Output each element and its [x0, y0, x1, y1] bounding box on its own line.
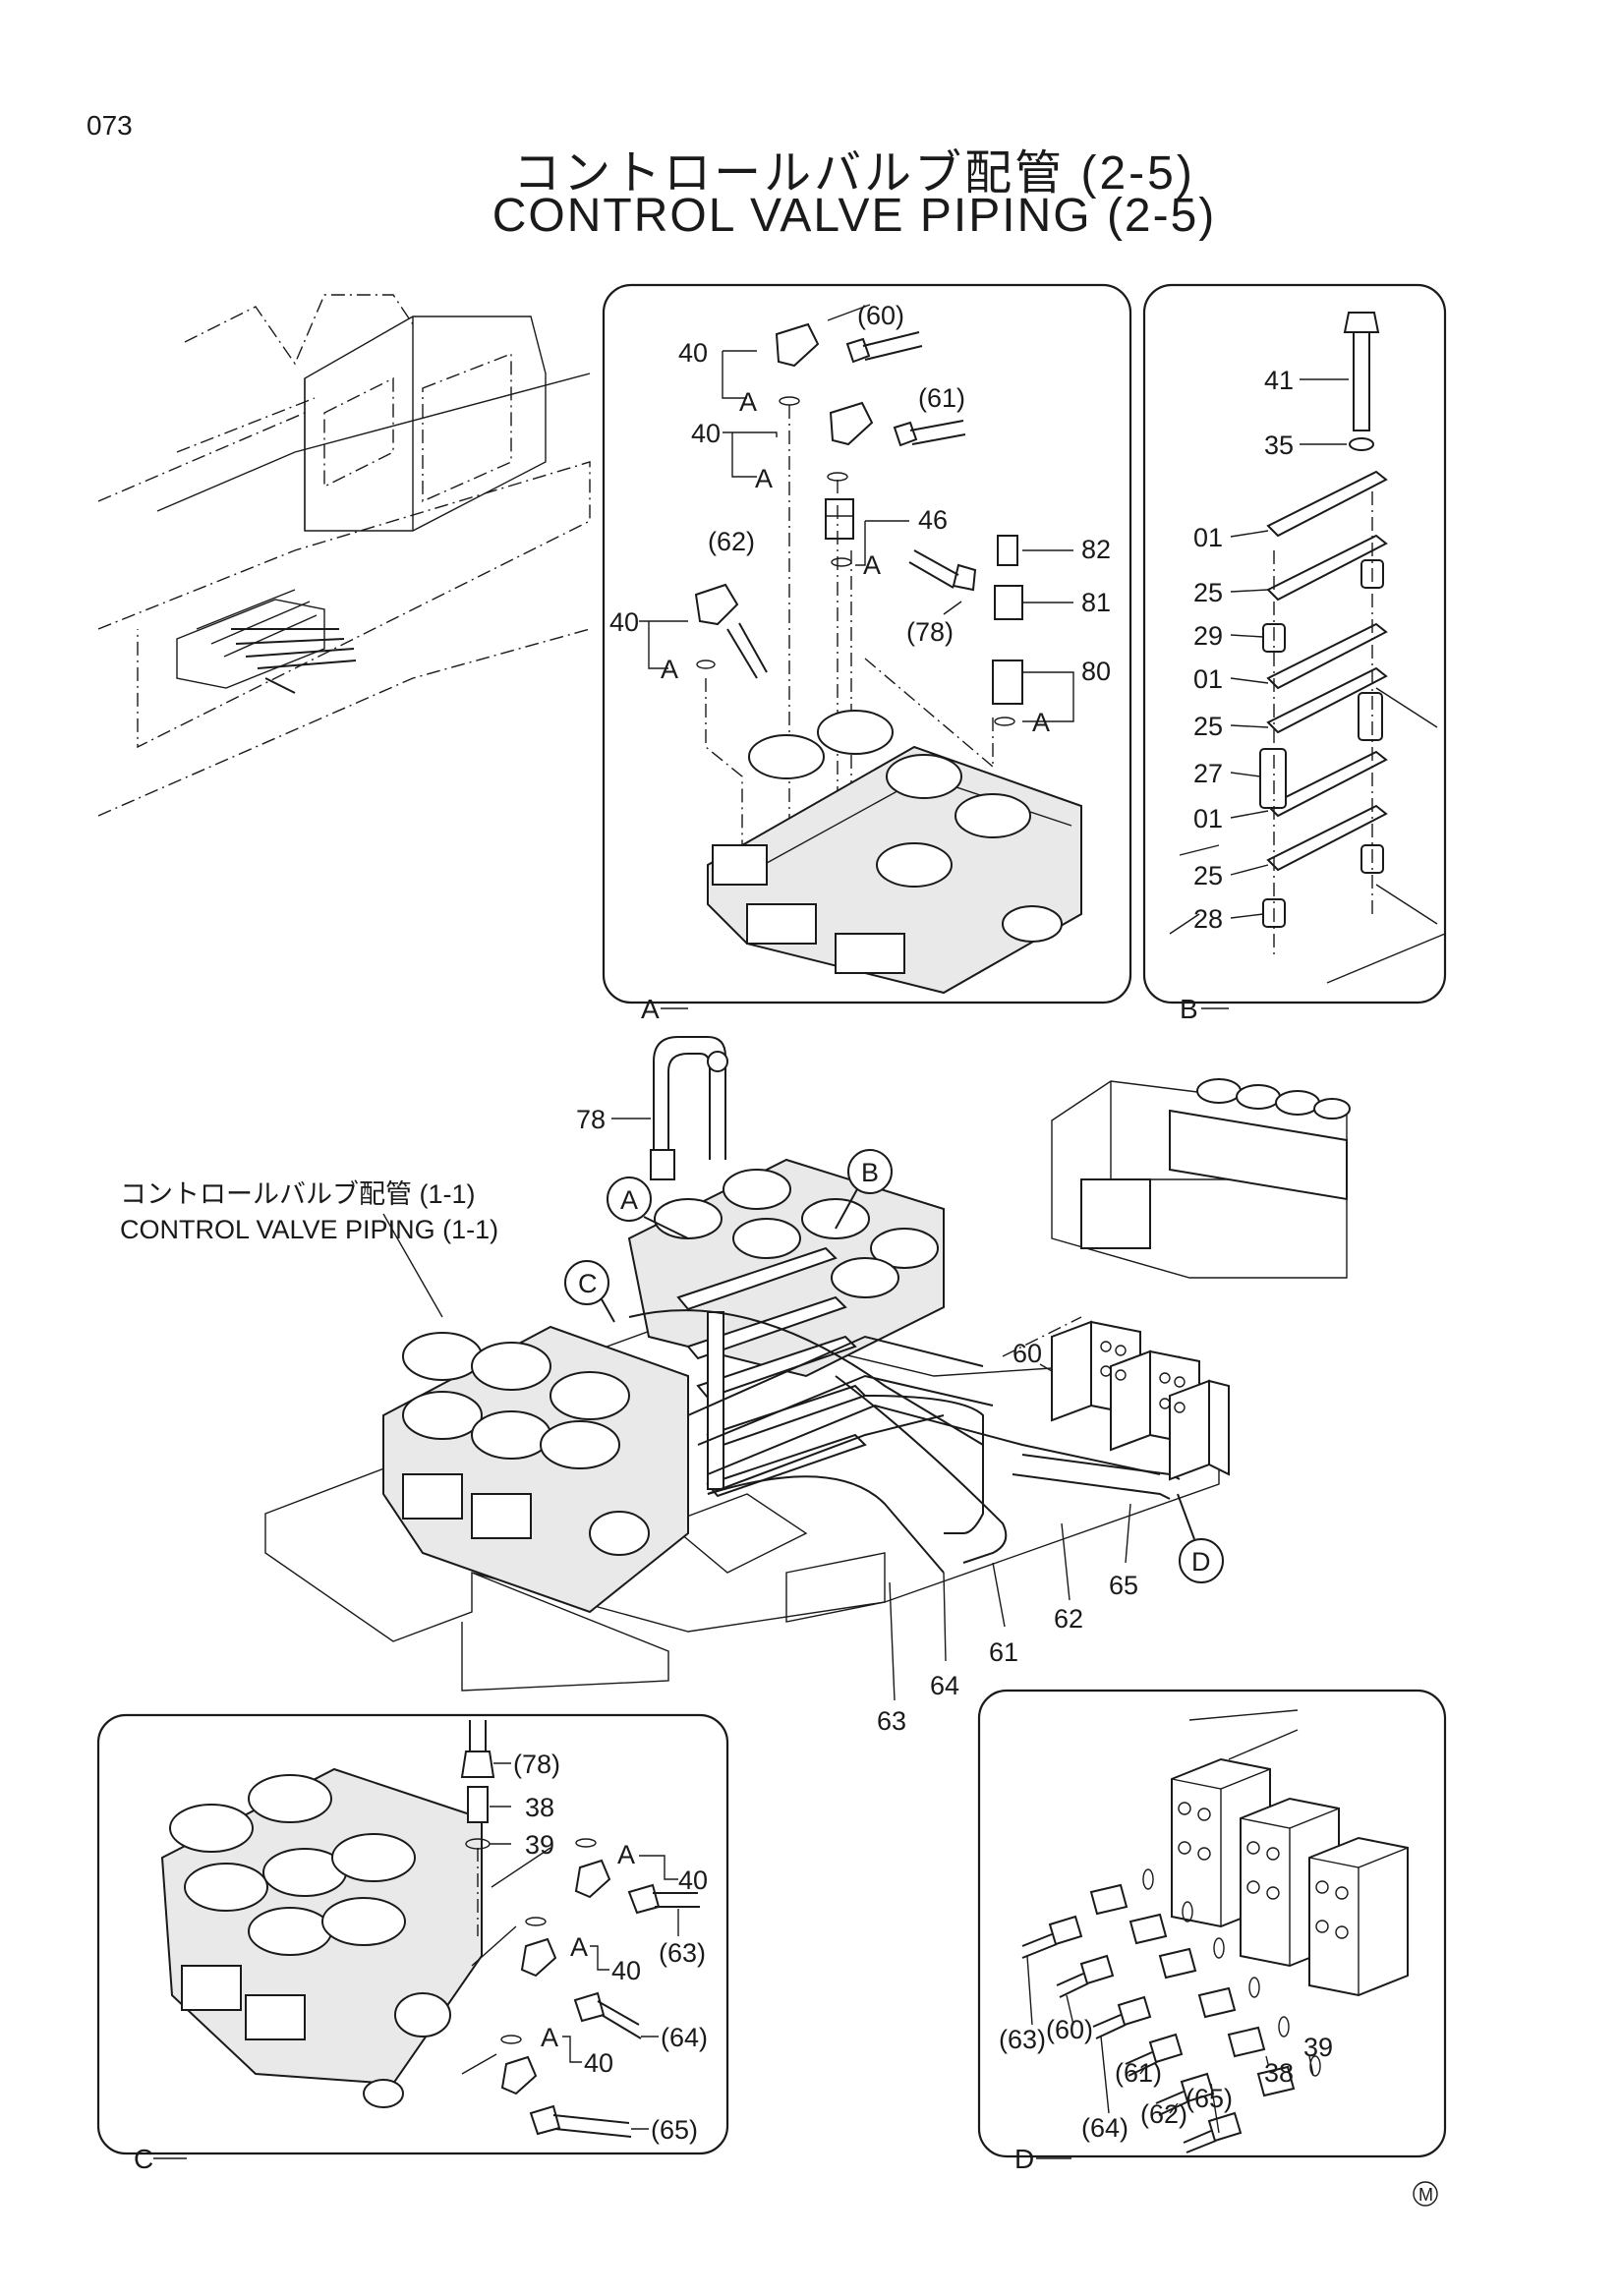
label-c-part-38: 38 [525, 1793, 554, 1822]
label-a-ref-a: A [755, 464, 773, 493]
label-d-part-61: (61) [1115, 2058, 1162, 2088]
label-b-part-25: 25 [1193, 578, 1223, 607]
m-mark-circle [1413, 2181, 1438, 2207]
detail-b-frame [1142, 283, 1447, 1004]
callout-a-letter: A [620, 1185, 638, 1215]
detail-b [1142, 283, 1447, 1004]
label-b-part-27: 27 [1193, 759, 1223, 788]
page-number: 073 [87, 110, 133, 141]
label-d-part-65: (65) [1186, 2084, 1233, 2113]
label-main-part-65: 65 [1109, 1571, 1138, 1600]
label-a-part-40: 40 [678, 338, 708, 368]
label-b-part-25: 25 [1193, 861, 1223, 890]
label-b-part-01: 01 [1193, 664, 1223, 694]
label-b-part-25: 25 [1193, 712, 1223, 741]
label-c-part-40: 40 [678, 1866, 708, 1895]
detail-d [977, 1689, 1447, 2158]
m-mark-letter: M [1418, 2185, 1433, 2205]
label-main-part-60: 60 [1012, 1339, 1042, 1368]
label-main-part-64: 64 [930, 1671, 959, 1700]
label-a-part-82: 82 [1081, 535, 1111, 564]
callout-a-circle [607, 1177, 652, 1222]
main-assembly [264, 1036, 1351, 1701]
label-d-part-60: (60) [1046, 2015, 1093, 2044]
label-d-part-39: 39 [1303, 2033, 1333, 2062]
detail-b-labels: 41 35 01 25 29 01 25 27 01 25 28 [1193, 366, 1294, 934]
label-c-ref-a: A [541, 2023, 558, 2052]
label-a-part-46: 46 [918, 505, 948, 535]
label-a-ref-a: A [661, 655, 678, 684]
label-c-part-64: (64) [661, 2023, 708, 2052]
section-letters: A B C D A B C D [134, 994, 1229, 2174]
detail-a-frame [602, 283, 1132, 1004]
callout-c-letter: C [578, 1269, 598, 1298]
label-c-part-40: 40 [584, 2048, 613, 2078]
callout-d-circle [1179, 1538, 1224, 1583]
label-a-part-40: 40 [691, 419, 721, 448]
main-labels: 78 60 65 62 61 64 63 コントロールバルブ配管 (1-1) C… [120, 1105, 1138, 1736]
detail-d-frame [977, 1689, 1447, 2158]
label-main-part-62: 62 [1054, 1604, 1083, 1634]
detail-c-letter: C [134, 2144, 153, 2174]
label-c-part-40: 40 [611, 1956, 641, 1985]
label-a-part-78: (78) [906, 617, 954, 647]
label-a-part-62: (62) [708, 527, 755, 556]
m-mark: M [1413, 2181, 1438, 2207]
title-japanese: コントロールバルブ配管 (2-5) [513, 147, 1195, 200]
label-a-part-80: 80 [1081, 657, 1111, 686]
label-b-part-41: 41 [1264, 366, 1294, 395]
label-main-part-78: 78 [576, 1105, 606, 1134]
label-a-part-60: (60) [857, 301, 904, 330]
label-c-part-65: (65) [651, 2115, 698, 2145]
label-a-ref-a: A [739, 387, 757, 417]
callout-c-circle [564, 1260, 609, 1305]
label-d-part-62: (62) [1140, 2099, 1187, 2129]
detail-d-labels: (63) (60) (64) (61) (62) (65) 38 39 [999, 2015, 1333, 2143]
label-c-ref-a: A [617, 1840, 635, 1869]
label-a-ref-a: A [863, 550, 881, 580]
label-a-ref-a: A [1032, 708, 1050, 737]
label-c-ref-a: A [570, 1932, 588, 1962]
detail-a-letter: A [641, 994, 660, 1024]
label-d-part-64: (64) [1081, 2113, 1128, 2143]
label-d-part-38: 38 [1264, 2058, 1294, 2088]
label-b-part-01: 01 [1193, 804, 1223, 833]
reference-english: CONTROL VALVE PIPING (1-1) [120, 1215, 498, 1244]
label-b-part-28: 28 [1193, 904, 1223, 934]
label-a-part-81: 81 [1081, 588, 1111, 617]
detail-d-letter: D [1014, 2144, 1034, 2174]
label-b-part-01: 01 [1193, 523, 1223, 552]
label-b-part-35: 35 [1264, 430, 1294, 460]
label-a-part-40: 40 [609, 607, 639, 637]
label-main-part-61: 61 [989, 1637, 1018, 1667]
detail-c-frame [96, 1713, 729, 2155]
label-b-part-29: 29 [1193, 621, 1223, 651]
label-c-part-39: 39 [525, 1830, 554, 1860]
label-c-part-78: (78) [513, 1750, 560, 1779]
detail-a-labels: (60) 40 A (61) 40 A 46 A (62) 82 40 81 A… [609, 301, 1111, 737]
detail-c-labels: (78) 38 39 A 40 (63) A 40 (64) A 40 (65) [513, 1750, 708, 2145]
title-english: CONTROL VALVE PIPING (2-5) [492, 190, 1217, 242]
callout-b-letter: B [861, 1158, 879, 1187]
callout-b-circle [847, 1149, 893, 1194]
detail-b-letter: B [1180, 994, 1198, 1024]
reference-japanese: コントロールバルブ配管 (1-1) [120, 1179, 476, 1209]
label-c-part-63: (63) [659, 1938, 706, 1968]
callout-d-letter: D [1191, 1547, 1211, 1577]
excavator-overview [97, 294, 591, 817]
label-a-part-61: (61) [918, 383, 965, 413]
label-main-part-63: 63 [877, 1706, 906, 1736]
detail-c [96, 1713, 729, 2155]
label-d-part-63: (63) [999, 2025, 1046, 2054]
detail-a [602, 283, 1132, 1004]
